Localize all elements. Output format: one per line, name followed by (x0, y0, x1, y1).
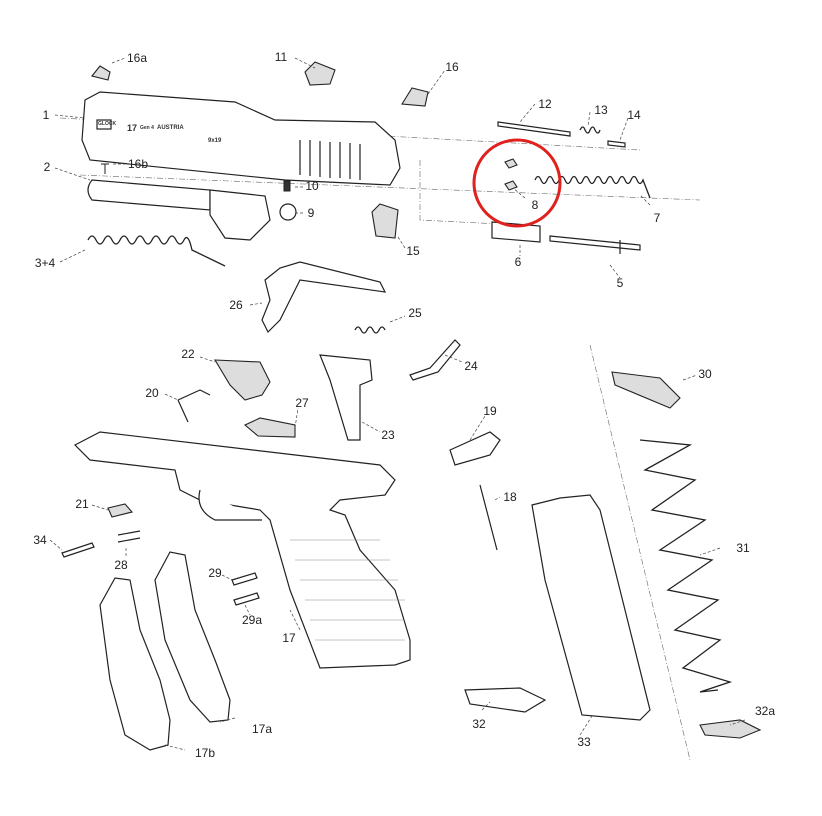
firing-pin-safety-part (504, 158, 518, 191)
slide-model-engraving: 17 (127, 123, 138, 133)
part-label: 28 (114, 558, 128, 572)
trigger-spring-part (354, 326, 386, 334)
firing-pin-spring-part (579, 126, 601, 134)
part-label: 17b (194, 746, 216, 760)
slide-caliber-engraving: 9x19 (208, 138, 222, 144)
magazine-floor-plate-part (464, 687, 547, 713)
pins-part (231, 572, 260, 606)
part-label: 1 (42, 108, 50, 122)
part-label: 6 (514, 255, 522, 269)
locking-block-part (243, 417, 296, 438)
highlight-circle (472, 138, 562, 228)
part-label: 33 (577, 735, 591, 749)
part-label: 9 (307, 206, 315, 220)
part-label: 16 (445, 60, 459, 74)
part-label: 18 (503, 490, 517, 504)
firing-pin-part (497, 121, 571, 137)
part-label: 26 (229, 298, 243, 312)
part-label: 16b (127, 157, 149, 171)
part-label: 22 (181, 347, 195, 361)
spring-loaded-bearing-part (283, 180, 291, 192)
extractor-part (304, 61, 336, 86)
slide-lock-spring-part (214, 359, 271, 401)
part-label: 29a (241, 613, 263, 627)
receiver-frame-part (73, 431, 411, 669)
part-label: 27 (295, 396, 309, 410)
part-label: 13 (594, 103, 608, 117)
slide-logo: GLOCK (98, 121, 117, 127)
front-sight-part (401, 87, 429, 107)
part-label: 7 (653, 211, 661, 225)
extractor-depressor-plunger-part (279, 203, 297, 221)
spring-cups-part (607, 140, 626, 148)
slide-origin-engraving: AUSTRIA (157, 125, 184, 131)
part-label: 17a (251, 722, 273, 736)
rear-sight-part (91, 65, 111, 81)
part-label: 20 (145, 386, 159, 400)
firing-pin-assembly-part (549, 235, 641, 254)
part-label: 15 (406, 244, 420, 258)
part-label: 14 (627, 108, 641, 122)
slide-lock-part (409, 339, 461, 381)
trigger-pin-part (61, 542, 95, 558)
slide-cover-plate-part (371, 203, 399, 239)
part-label: 17 (282, 631, 296, 645)
part-label: 11 (274, 50, 288, 64)
part-label: 34 (33, 533, 47, 547)
barrel-part (87, 179, 271, 241)
part-label: 3+4 (34, 256, 56, 270)
magazine-catch-part (449, 431, 501, 466)
magazine-insert-part (699, 719, 762, 739)
part-label: 8 (531, 198, 539, 212)
part-label: 30 (698, 367, 712, 381)
backstrap-medium-part (99, 577, 171, 751)
part-label: 16a (126, 51, 148, 65)
firing-pin-safety-spring-part (534, 175, 651, 199)
part-label: 32a (754, 704, 776, 718)
trigger-housing-pin-part (117, 530, 141, 543)
trigger-with-trigger-bar-part (261, 261, 387, 334)
part-label: 25 (408, 306, 422, 320)
part-label: 2 (43, 160, 51, 174)
part-label: 24 (464, 359, 478, 373)
recoil-spring-assembly-part (87, 235, 226, 267)
part-label: 10 (305, 179, 319, 193)
backstrap-large-part (154, 551, 231, 723)
part-label: 31 (736, 541, 750, 555)
part-label: 29 (208, 566, 222, 580)
part-label: 32 (472, 717, 486, 731)
follower-part (611, 371, 681, 409)
magazine-spring-part (639, 439, 733, 693)
part-label: 5 (616, 276, 624, 290)
locking-block-pin-part (177, 389, 211, 423)
slide-part (81, 91, 401, 186)
slide-gen-engraving: Gen 4 (140, 125, 154, 131)
part-label: 19 (483, 404, 497, 418)
part-label: 23 (381, 428, 395, 442)
locking-block-pin-part (107, 503, 134, 518)
magazine-tube-part (531, 494, 651, 721)
part-label: 21 (75, 497, 89, 511)
part-label: 12 (538, 97, 552, 111)
trigger-housing-part (319, 354, 373, 441)
magazine-catch-spring-part (479, 484, 498, 551)
